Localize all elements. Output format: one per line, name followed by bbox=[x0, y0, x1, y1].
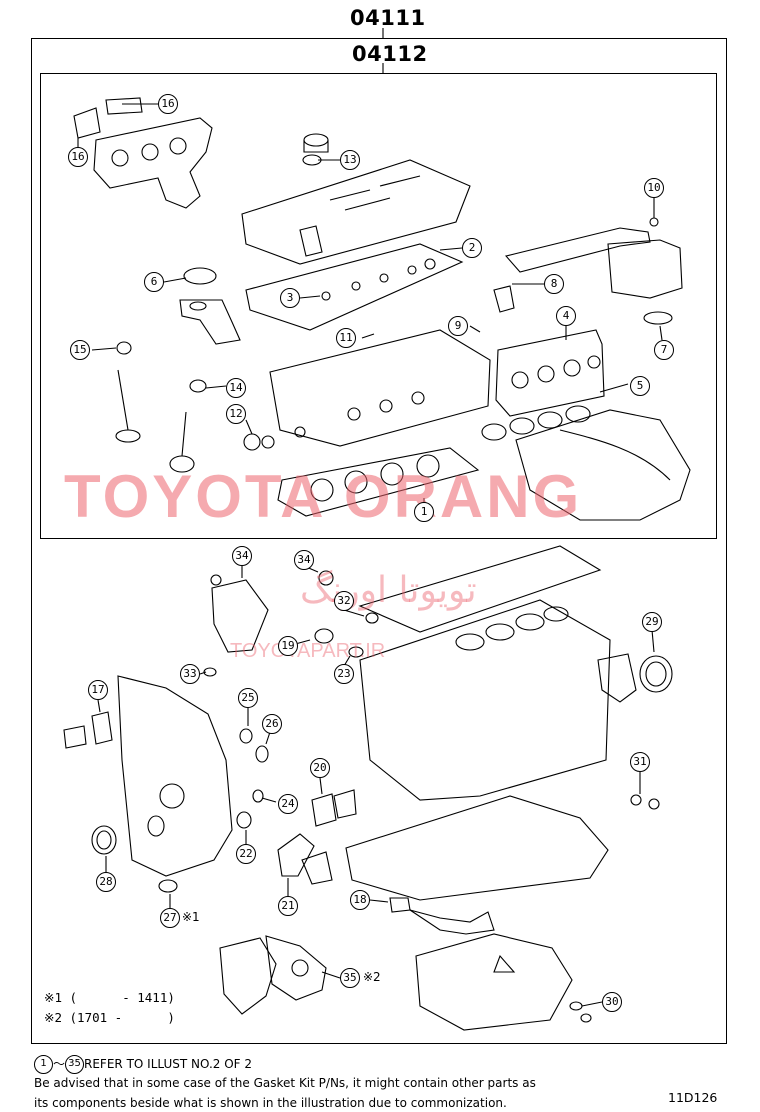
camshaft-seal bbox=[243, 433, 275, 451]
callout-1: 1 bbox=[414, 502, 434, 522]
callout-33: 33 bbox=[180, 664, 200, 684]
callout-15: 15 bbox=[70, 340, 90, 360]
callout-24: 24 bbox=[278, 794, 298, 814]
callout-22: 22 bbox=[236, 844, 256, 864]
callout-6: 6 bbox=[144, 272, 164, 292]
oil-strainer bbox=[389, 897, 495, 935]
part-code-inner: 04112 bbox=[352, 42, 428, 66]
callout-27: 27 bbox=[160, 908, 180, 928]
callout-11: 11 bbox=[336, 328, 356, 348]
callout-34a: 34 bbox=[232, 546, 252, 566]
rear-oil-seal-retainer bbox=[597, 653, 673, 703]
remark-2: ※2 (1701 - ) bbox=[44, 1010, 175, 1025]
callout-13: 13 bbox=[340, 150, 360, 170]
intake-manifold-gasket bbox=[495, 329, 605, 417]
timing-chain-cover bbox=[117, 675, 233, 877]
manifold-ring-gaskets bbox=[481, 405, 591, 441]
cylinder-head-cover bbox=[241, 159, 471, 265]
ref-end-number: 35 bbox=[65, 1055, 85, 1074]
exhaust-manifold bbox=[73, 97, 213, 209]
note-mark-27: ※1 bbox=[182, 910, 200, 924]
callout-29: 29 bbox=[642, 612, 662, 632]
water-outlet bbox=[210, 570, 334, 653]
cylinder-head-gasket bbox=[277, 447, 480, 517]
exhaust-valve bbox=[169, 379, 207, 473]
cylinder-block bbox=[359, 599, 611, 801]
callout-7: 7 bbox=[654, 340, 674, 360]
callout-3: 3 bbox=[280, 288, 300, 308]
advice-line-1: Be advised that in some case of the Gask… bbox=[34, 1076, 536, 1090]
callout-8: 8 bbox=[544, 274, 564, 294]
figure-id: 11D126 bbox=[668, 1090, 718, 1105]
callout-16b: 16 bbox=[68, 147, 88, 167]
water-inlet-gasket bbox=[277, 833, 333, 885]
oil-pump-gasket bbox=[63, 711, 113, 749]
ref-text: REFER TO ILLUST NO.2 OF 2 bbox=[84, 1057, 253, 1071]
callout-2: 2 bbox=[462, 238, 482, 258]
callout-21: 21 bbox=[278, 896, 298, 916]
callout-5: 5 bbox=[630, 376, 650, 396]
note-mark-35: ※2 bbox=[363, 970, 381, 984]
block-top-gasket bbox=[358, 545, 602, 633]
head-cover-gasket bbox=[245, 243, 464, 331]
oil-drain-plug bbox=[630, 794, 660, 810]
throttle-body bbox=[607, 239, 683, 325]
callout-18: 18 bbox=[350, 890, 370, 910]
callout-17: 17 bbox=[88, 680, 108, 700]
remark-1: ※1 ( - 1411) bbox=[44, 990, 175, 1005]
watermark-latin: TOYOTA ORANG bbox=[64, 463, 583, 530]
callout-28: 28 bbox=[96, 872, 116, 892]
injector-rail bbox=[493, 217, 659, 313]
thermostat-housing bbox=[311, 789, 357, 827]
callout-34b: 34 bbox=[294, 550, 314, 570]
oil-pan-lower bbox=[415, 933, 573, 1031]
callout-35: 35 bbox=[340, 968, 360, 988]
callout-32: 32 bbox=[334, 591, 354, 611]
intake-valve bbox=[115, 341, 141, 443]
callout-30: 30 bbox=[602, 992, 622, 1012]
callout-26: 26 bbox=[262, 714, 282, 734]
callout-4: 4 bbox=[556, 306, 576, 326]
crankshaft-front-seal bbox=[91, 825, 117, 855]
callout-16a: 16 bbox=[158, 94, 178, 114]
watermark-arabic: تویوتا اورنگ bbox=[300, 570, 477, 611]
ref-tilde: ～ bbox=[53, 1057, 66, 1071]
kit-inner-frame bbox=[40, 73, 717, 539]
callout-10: 10 bbox=[644, 178, 664, 198]
callout-19: 19 bbox=[278, 636, 298, 656]
cylinder-head bbox=[269, 329, 491, 447]
callout-9: 9 bbox=[448, 316, 468, 336]
part-code-outer: 04111 bbox=[350, 6, 426, 30]
exhaust-pipe-gasket bbox=[179, 267, 241, 345]
ref-start-number: 1 bbox=[34, 1055, 53, 1074]
callout-25: 25 bbox=[238, 688, 258, 708]
oil-pan-upper bbox=[345, 795, 609, 901]
callout-23: 23 bbox=[334, 664, 354, 684]
watermark-site: TOYOTAPART.IR bbox=[230, 640, 386, 662]
callout-14: 14 bbox=[226, 378, 246, 398]
intake-manifold bbox=[515, 409, 691, 521]
callout-31: 31 bbox=[630, 752, 650, 772]
callout-20: 20 bbox=[310, 758, 330, 778]
water-pump bbox=[219, 935, 327, 1015]
callout-12: 12 bbox=[226, 404, 246, 424]
advice-line-2: its components beside what is shown in t… bbox=[34, 1096, 507, 1110]
kit-outer-frame bbox=[31, 38, 727, 1044]
